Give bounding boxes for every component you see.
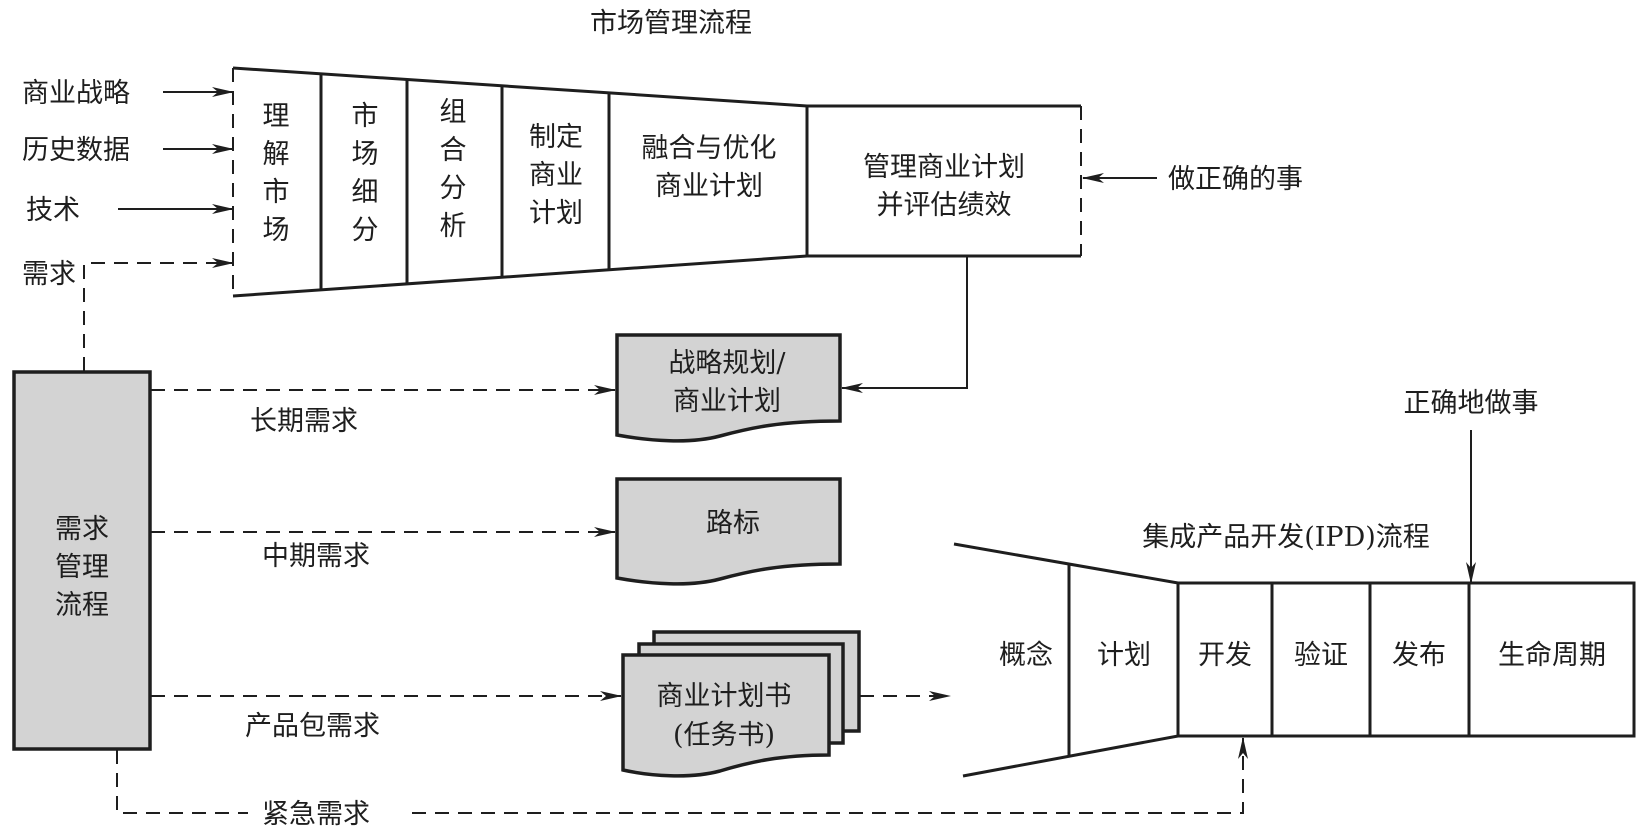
svg-text:市: 市 <box>352 101 379 132</box>
input-historical-data: 历史数据 <box>22 135 130 166</box>
svg-text:解: 解 <box>263 139 290 170</box>
label-product-package-demand: 产品包需求 <box>245 711 380 742</box>
svg-text:场: 场 <box>352 139 379 170</box>
input-demand: 需求 <box>22 259 76 290</box>
svg-text:商业计划书: 商业计划书 <box>657 681 792 712</box>
svg-text:商业: 商业 <box>529 160 583 191</box>
svg-text:细: 细 <box>352 177 379 208</box>
svg-text:场: 场 <box>263 215 290 246</box>
market-stage-integrate-optimize: 融合与优化 商业计划 <box>642 133 777 202</box>
label-mid-term-demand: 中期需求 <box>262 541 370 572</box>
svg-text:制定: 制定 <box>529 122 583 153</box>
arrow-urgent-demand <box>412 737 1248 814</box>
input-technology: 技术 <box>26 195 80 226</box>
doc-strategy-plan: 战略规划/ 商业计划 <box>615 333 842 443</box>
ipd-process-title: 集成产品开发(IPD)流程 <box>1142 522 1430 553</box>
arrow-plan-to-strategy-doc <box>841 256 968 393</box>
doc-roadmap: 路标 <box>615 477 842 586</box>
funnel-top-edge <box>232 66 808 108</box>
ipd-stage-develop: 开发 <box>1198 640 1252 671</box>
svg-text:需求: 需求 <box>55 514 109 545</box>
market-stage-segmentation: 市 场 细 分 <box>352 101 379 246</box>
funnel-bottom-edge <box>232 254 808 298</box>
label-long-term-demand: 长期需求 <box>250 406 358 437</box>
label-do-right-thing: 做正确的事 <box>1168 164 1303 195</box>
ipd-stage-plan: 计划 <box>1097 640 1151 671</box>
input-business-strategy: 商业战略 <box>22 78 130 109</box>
doc-sheet-front <box>621 653 831 778</box>
svg-text:融合与优化: 融合与优化 <box>642 133 777 164</box>
doc-business-plan-stack: 商业计划书 (任务书) <box>621 630 861 778</box>
svg-text:路标: 路标 <box>706 508 760 539</box>
ipd-stage-verify: 验证 <box>1294 640 1348 671</box>
svg-text:商业计划: 商业计划 <box>673 386 781 417</box>
svg-text:合: 合 <box>440 135 467 166</box>
svg-text:管理: 管理 <box>55 552 109 583</box>
arrow-demand-dashed <box>83 258 234 371</box>
label-do-things-right: 正确地做事 <box>1404 388 1539 419</box>
svg-text:流程: 流程 <box>55 590 109 621</box>
svg-text:管理商业计划: 管理商业计划 <box>863 152 1025 183</box>
ipd-stage-release: 发布 <box>1392 640 1446 671</box>
ipd-stage-concept: 概念 <box>999 640 1053 671</box>
market-stage-understand-market: 理 解 市 场 <box>263 101 290 246</box>
svg-text:分: 分 <box>352 215 379 246</box>
svg-text:析: 析 <box>440 211 467 242</box>
ipd-process-funnel <box>953 542 1636 778</box>
market-stage-make-plan: 制定 商业 计划 <box>529 122 583 229</box>
svg-text:(任务书): (任务书) <box>673 720 775 751</box>
svg-text:并评估绩效: 并评估绩效 <box>877 190 1012 221</box>
market-stage-portfolio-analysis: 组 合 分 析 <box>440 97 467 242</box>
label-urgent-demand: 紧急需求 <box>262 799 370 830</box>
ipd-stage-lifecycle: 生命周期 <box>1498 640 1606 671</box>
svg-text:战略规划/: 战略规划/ <box>668 348 786 379</box>
market-process-title: 市场管理流程 <box>590 8 752 39</box>
demand-process-box <box>12 370 152 751</box>
svg-text:组: 组 <box>440 97 467 128</box>
demand-process-label: 需求 管理 流程 <box>55 514 109 621</box>
svg-text:分: 分 <box>440 173 467 204</box>
svg-text:市: 市 <box>263 177 290 208</box>
svg-text:计划: 计划 <box>529 198 583 229</box>
urgent-demand-line-left <box>116 750 248 814</box>
svg-text:商业计划: 商业计划 <box>655 171 763 202</box>
market-stage-manage-evaluate: 管理商业计划 并评估绩效 <box>863 152 1025 221</box>
svg-text:理: 理 <box>263 101 290 132</box>
ipd-outline <box>953 542 1636 778</box>
